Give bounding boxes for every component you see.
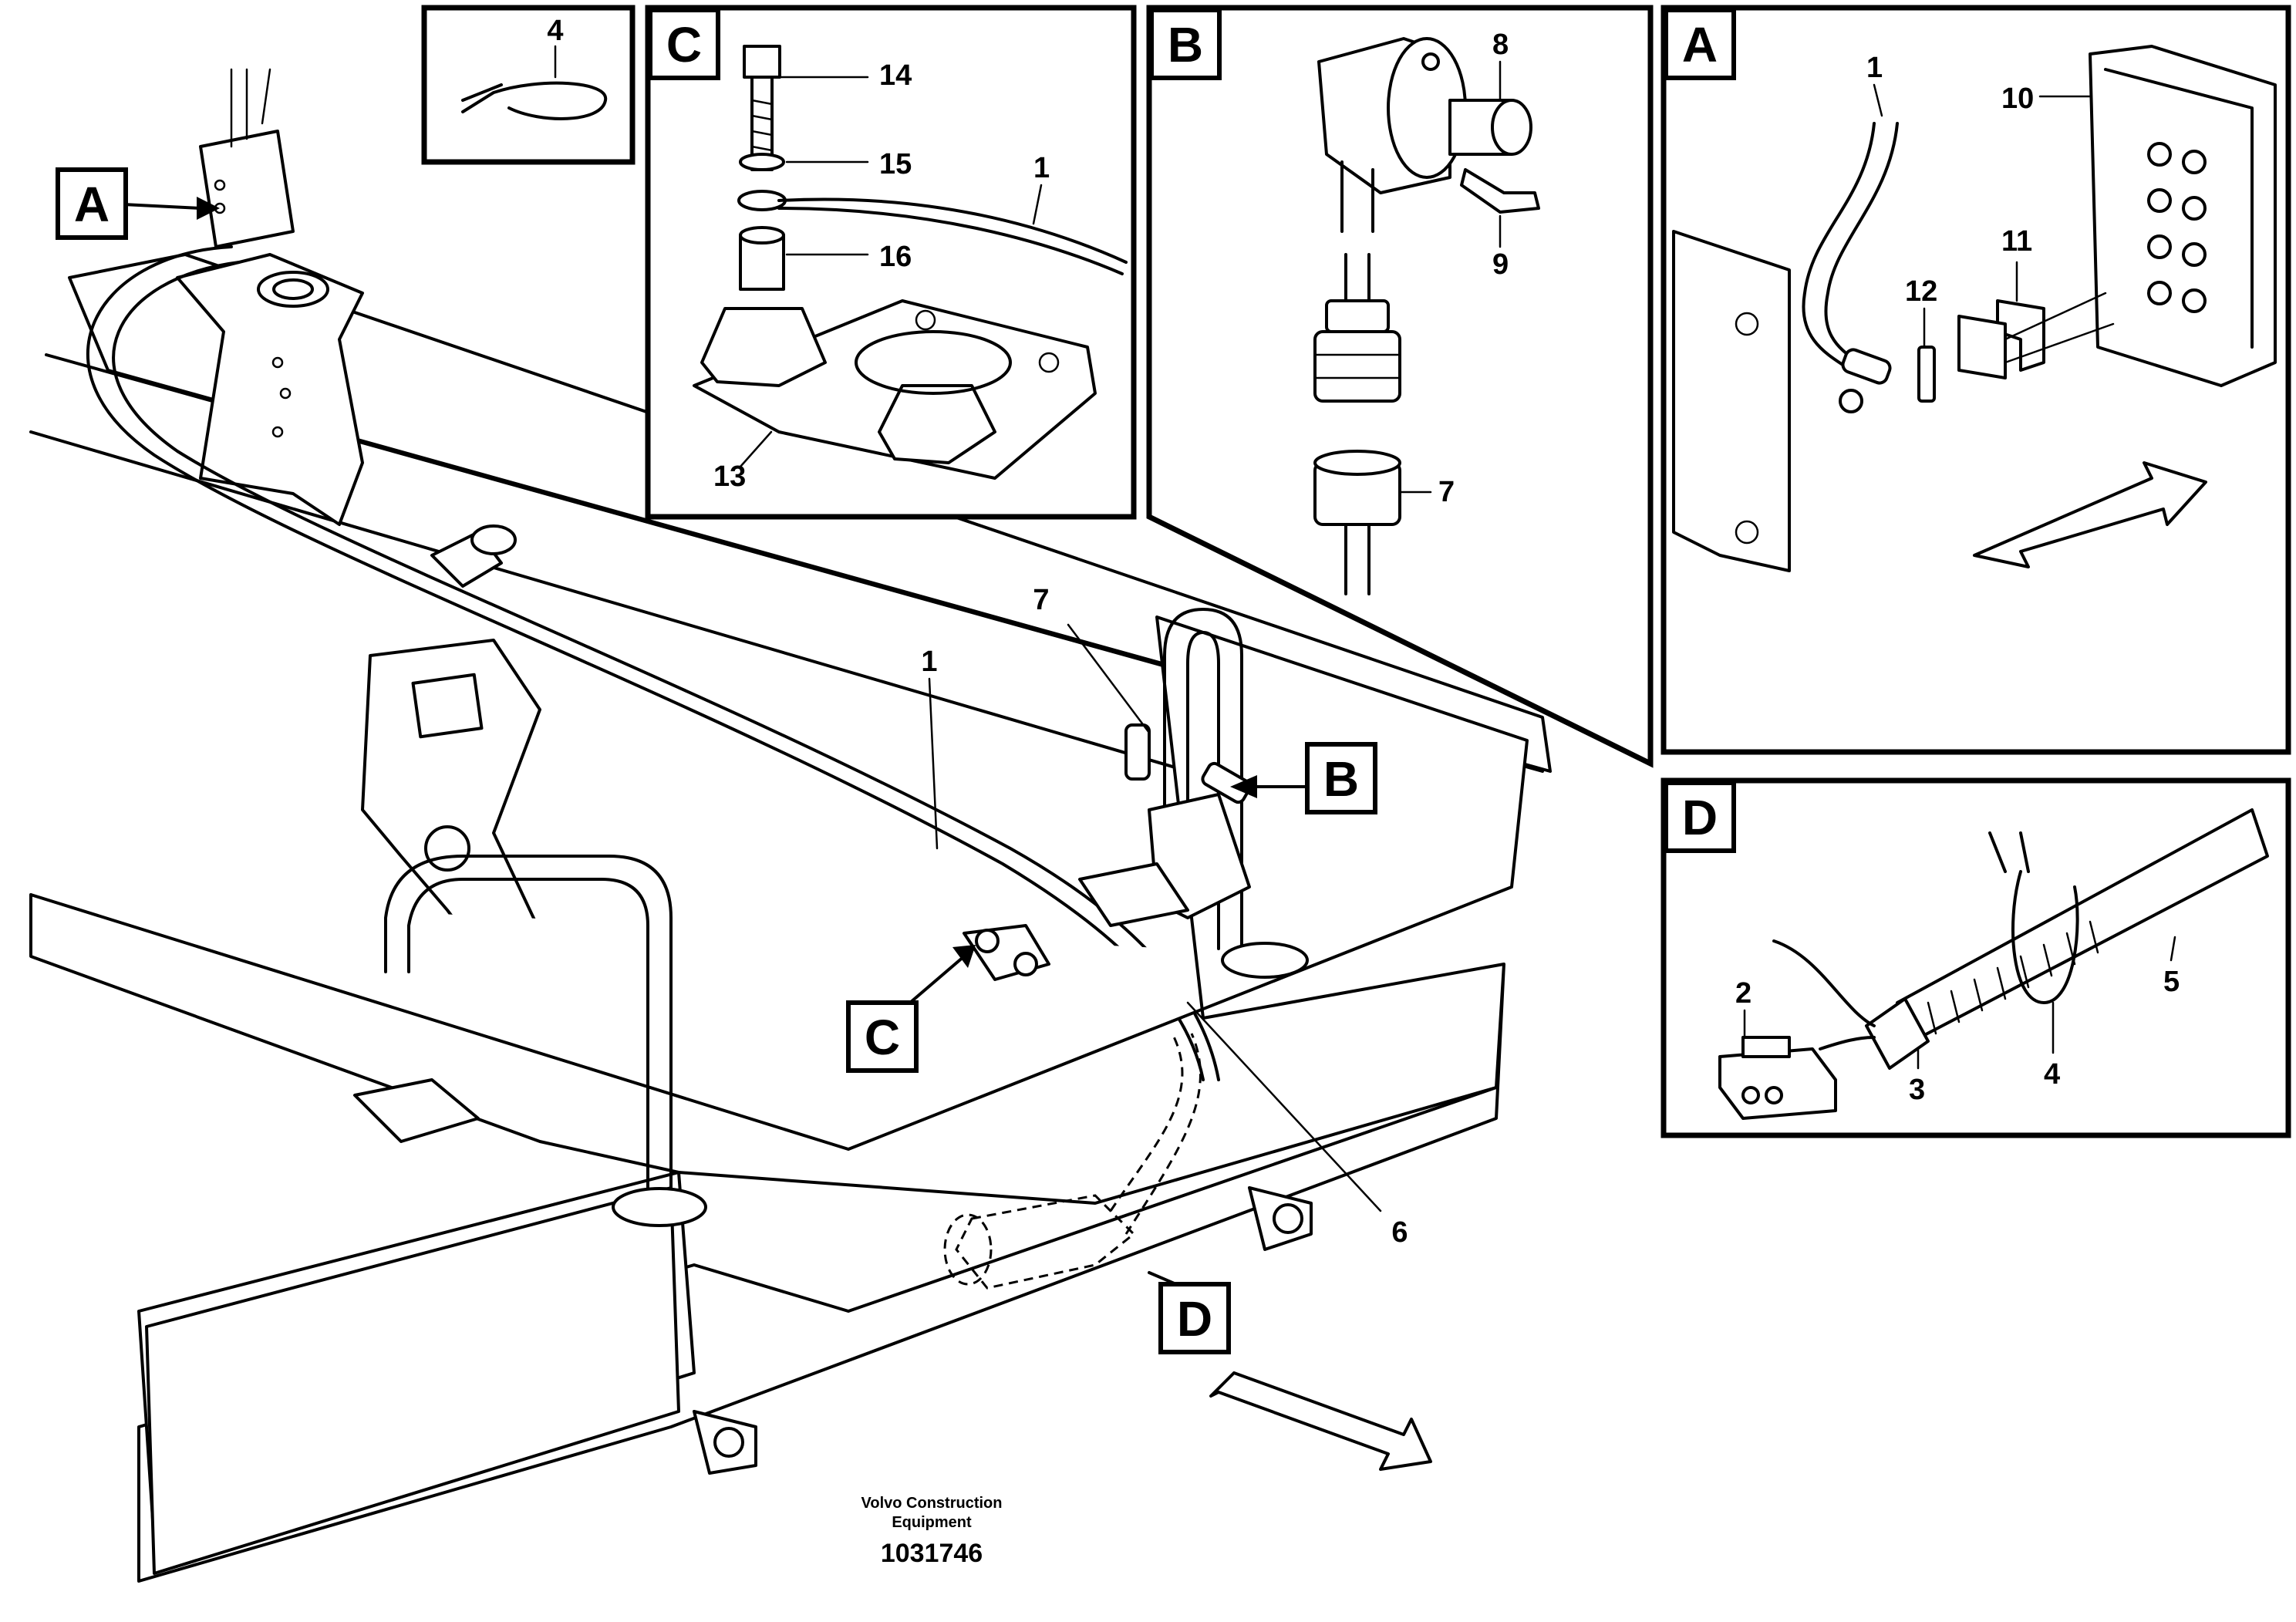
callout-main-c: C	[846, 1000, 919, 1073]
svg-text:A: A	[74, 177, 110, 232]
direction-arrow-a	[1973, 461, 2207, 568]
label-7-main: 7	[1033, 584, 1049, 616]
label-10: 10	[2001, 83, 2034, 115]
terminal-block	[2089, 45, 2277, 387]
label-1-c: 1	[1033, 152, 1050, 184]
label-12: 12	[1905, 275, 1937, 308]
terminal-studs	[2147, 142, 2207, 313]
label-9: 9	[1492, 248, 1509, 281]
label-6-main: 6	[1391, 1216, 1408, 1249]
cable-harness	[86, 245, 1205, 1081]
label-15: 15	[879, 148, 912, 180]
company-name-line1: Volvo Construction	[861, 1495, 1003, 1512]
label-8: 8	[1492, 29, 1509, 61]
ground-cable	[1802, 122, 1899, 372]
panel-c-letter: C	[666, 17, 702, 73]
cable-tie	[1988, 831, 2079, 1004]
direction-arrow	[1209, 1371, 1432, 1471]
callout-main-a: A	[56, 167, 128, 240]
washer	[739, 153, 785, 171]
drawing-footer: Volvo Construction Equipment 1031746	[861, 1495, 1003, 1568]
label-1-a: 1	[1866, 52, 1883, 84]
detail-panel-c: C 14 15 16 1 13	[645, 5, 1137, 520]
svg-text:C: C	[865, 1010, 900, 1065]
cable-tie-inset: 4	[421, 5, 636, 165]
bolt	[743, 45, 781, 79]
tank-handle-left	[407, 878, 649, 1197]
detail-panel-a: A 1 10 11 12	[1660, 5, 2291, 755]
label-3: 3	[1909, 1074, 1925, 1106]
label-11: 11	[2001, 225, 2032, 258]
panel-a-letter: A	[1682, 17, 1718, 73]
svg-text:B: B	[1323, 751, 1359, 807]
svg-text:D: D	[1177, 1291, 1212, 1347]
main-assembly-view	[29, 68, 1552, 1583]
cover-plate	[1672, 230, 1791, 572]
connector	[1313, 330, 1401, 403]
bracket-a	[176, 253, 364, 526]
detail-panel-b: B 8 9 7	[1146, 5, 1654, 768]
panel-b-letter: B	[1168, 17, 1203, 73]
label-4-d: 4	[2044, 1058, 2060, 1091]
label-16: 16	[879, 241, 912, 273]
label-5: 5	[2163, 966, 2180, 998]
panel-d-letter: D	[1682, 790, 1718, 845]
label-4-tie: 4	[547, 15, 563, 47]
tank-handle-right	[1163, 608, 1243, 950]
drawing-number: 1031746	[881, 1539, 983, 1568]
callout-main-b: B	[1305, 742, 1377, 814]
hidden-connector	[955, 1194, 1136, 1290]
label-14: 14	[879, 59, 912, 92]
detail-panel-d: D 2 3 4 5	[1660, 777, 2291, 1138]
label-7-b: 7	[1438, 476, 1455, 508]
label-2: 2	[1735, 977, 1752, 1010]
plug-connector	[1718, 1047, 1837, 1120]
label-1-main: 1	[921, 646, 937, 678]
callout-main-d: D	[1158, 1282, 1231, 1354]
company-name-line2: Equipment	[892, 1514, 972, 1531]
